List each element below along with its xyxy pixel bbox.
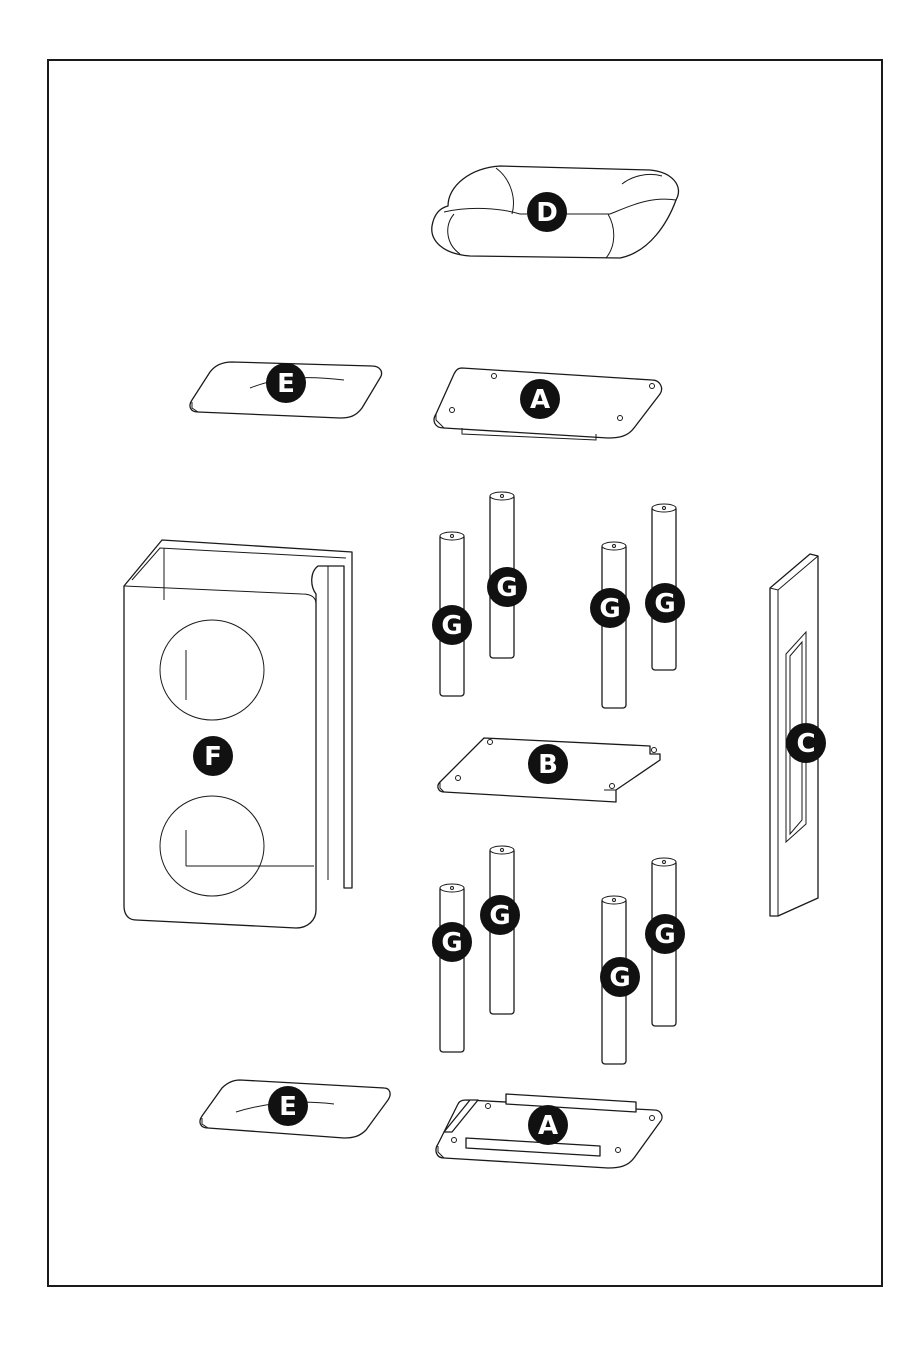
label-badge-g8: G xyxy=(645,914,685,954)
label-c-text: C xyxy=(796,729,815,759)
label-e-top-text: E xyxy=(277,369,295,399)
label-g1-text: G xyxy=(441,611,462,641)
label-badge-g5: G xyxy=(432,922,472,962)
label-badge-a-bottom: A xyxy=(528,1105,568,1145)
label-g2-text: G xyxy=(496,573,517,603)
label-badge-f: F xyxy=(193,736,233,776)
label-badge-a-top: A xyxy=(520,379,560,419)
label-badge-e-top: E xyxy=(266,363,306,403)
label-badge-g2: G xyxy=(487,567,527,607)
label-g8-text: G xyxy=(654,920,675,950)
label-g7-text: G xyxy=(609,963,630,993)
label-e-bottom-text: E xyxy=(279,1092,297,1122)
part-f-enclosure xyxy=(124,540,352,928)
label-g4-text: G xyxy=(654,589,675,619)
label-a-bottom-text: A xyxy=(538,1111,558,1141)
label-badge-b: B xyxy=(528,744,568,784)
label-badge-c: C xyxy=(786,723,826,763)
label-badge-g7: G xyxy=(600,957,640,997)
label-badge-g4: G xyxy=(645,583,685,623)
label-f-text: F xyxy=(204,742,222,772)
label-g3-text: G xyxy=(599,594,620,624)
label-d-text: D xyxy=(536,198,558,228)
label-badge-d: D xyxy=(527,192,567,232)
label-badge-e-bottom: E xyxy=(268,1086,308,1126)
label-badge-g6: G xyxy=(480,895,520,935)
label-b-text: B xyxy=(538,750,558,780)
label-badge-g1: G xyxy=(432,605,472,645)
label-g6-text: G xyxy=(489,901,510,931)
label-badge-g3: G xyxy=(590,588,630,628)
part-g-tube-5 xyxy=(440,884,464,1052)
label-a-top-text: A xyxy=(530,385,550,415)
label-g5-text: G xyxy=(441,928,462,958)
